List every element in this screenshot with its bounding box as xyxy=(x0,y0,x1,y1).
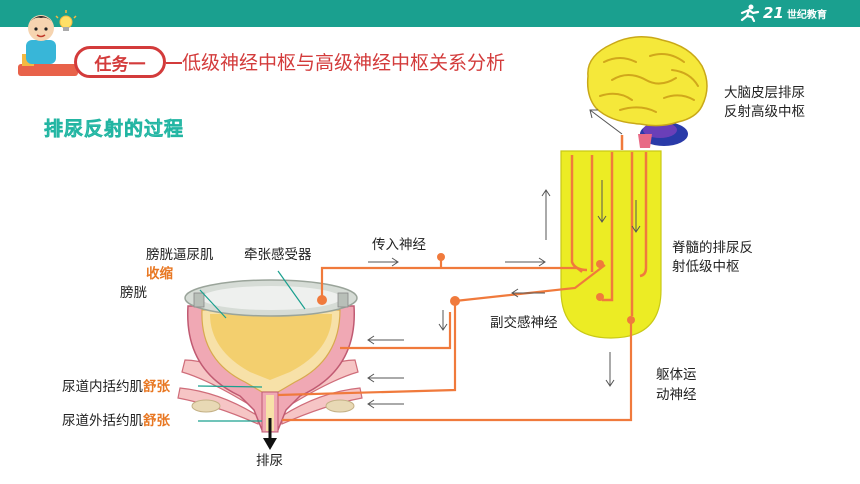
brand-number: 21 xyxy=(763,4,784,22)
detrusor-contract-label: 收缩 xyxy=(146,266,173,282)
parasympathetic-label: 副交感神经 xyxy=(490,315,558,331)
internal-sphincter-text: 尿道内括约肌 xyxy=(62,379,143,395)
internal-sphincter-relax: 舒张 xyxy=(143,379,170,395)
task-label: 任务一 xyxy=(94,54,146,75)
brain-center-label-1: 大脑皮层排尿 xyxy=(724,85,805,101)
student-icon xyxy=(18,15,78,76)
nerve-paths xyxy=(277,257,633,422)
stretch-receptor-label: 牵张感受器 xyxy=(244,247,312,263)
page-title: 低级神经中枢与高级神经中枢关系分析 xyxy=(182,52,506,74)
title-connector xyxy=(166,62,182,64)
external-sphincter-text: 尿道外括约肌 xyxy=(62,413,143,429)
somatic-label-1: 躯体运 xyxy=(656,367,697,383)
external-sphincter-relax: 舒张 xyxy=(143,413,170,429)
spinal-center-label-1: 脊髓的排尿反 xyxy=(672,240,753,256)
spinal-tracts xyxy=(570,135,648,316)
somatic-label-2: 动神经 xyxy=(656,387,697,403)
internal-sphincter-label: 尿道内括约肌舒张 xyxy=(62,378,170,396)
detrusor-label: 膀胱逼尿肌 xyxy=(146,247,214,263)
synapse-2 xyxy=(596,293,604,301)
section-subtitle: 排尿反射的过程 xyxy=(44,118,185,141)
lightbulb-icon xyxy=(55,10,77,31)
brain-center-label-2: 反射高级中枢 xyxy=(724,104,805,120)
bladder-illustration xyxy=(177,279,363,433)
brand-logo: 21 世纪教育 xyxy=(738,3,827,23)
brand-text: 世纪教育 xyxy=(786,9,827,21)
bladder-label: 膀胱 xyxy=(120,285,147,301)
spinal-center-label-2: 射低级中枢 xyxy=(672,259,740,275)
external-sphincter-label: 尿道外括约肌舒张 xyxy=(62,412,170,430)
runner-icon xyxy=(740,4,760,22)
direction-arrows xyxy=(367,109,641,409)
task-badge: 任务一 xyxy=(74,46,166,78)
brain-illustration xyxy=(584,36,708,152)
afferent-nerve-label: 传入神经 xyxy=(372,237,426,253)
urination-label: 排尿 xyxy=(256,453,283,469)
header-bar xyxy=(0,0,860,27)
